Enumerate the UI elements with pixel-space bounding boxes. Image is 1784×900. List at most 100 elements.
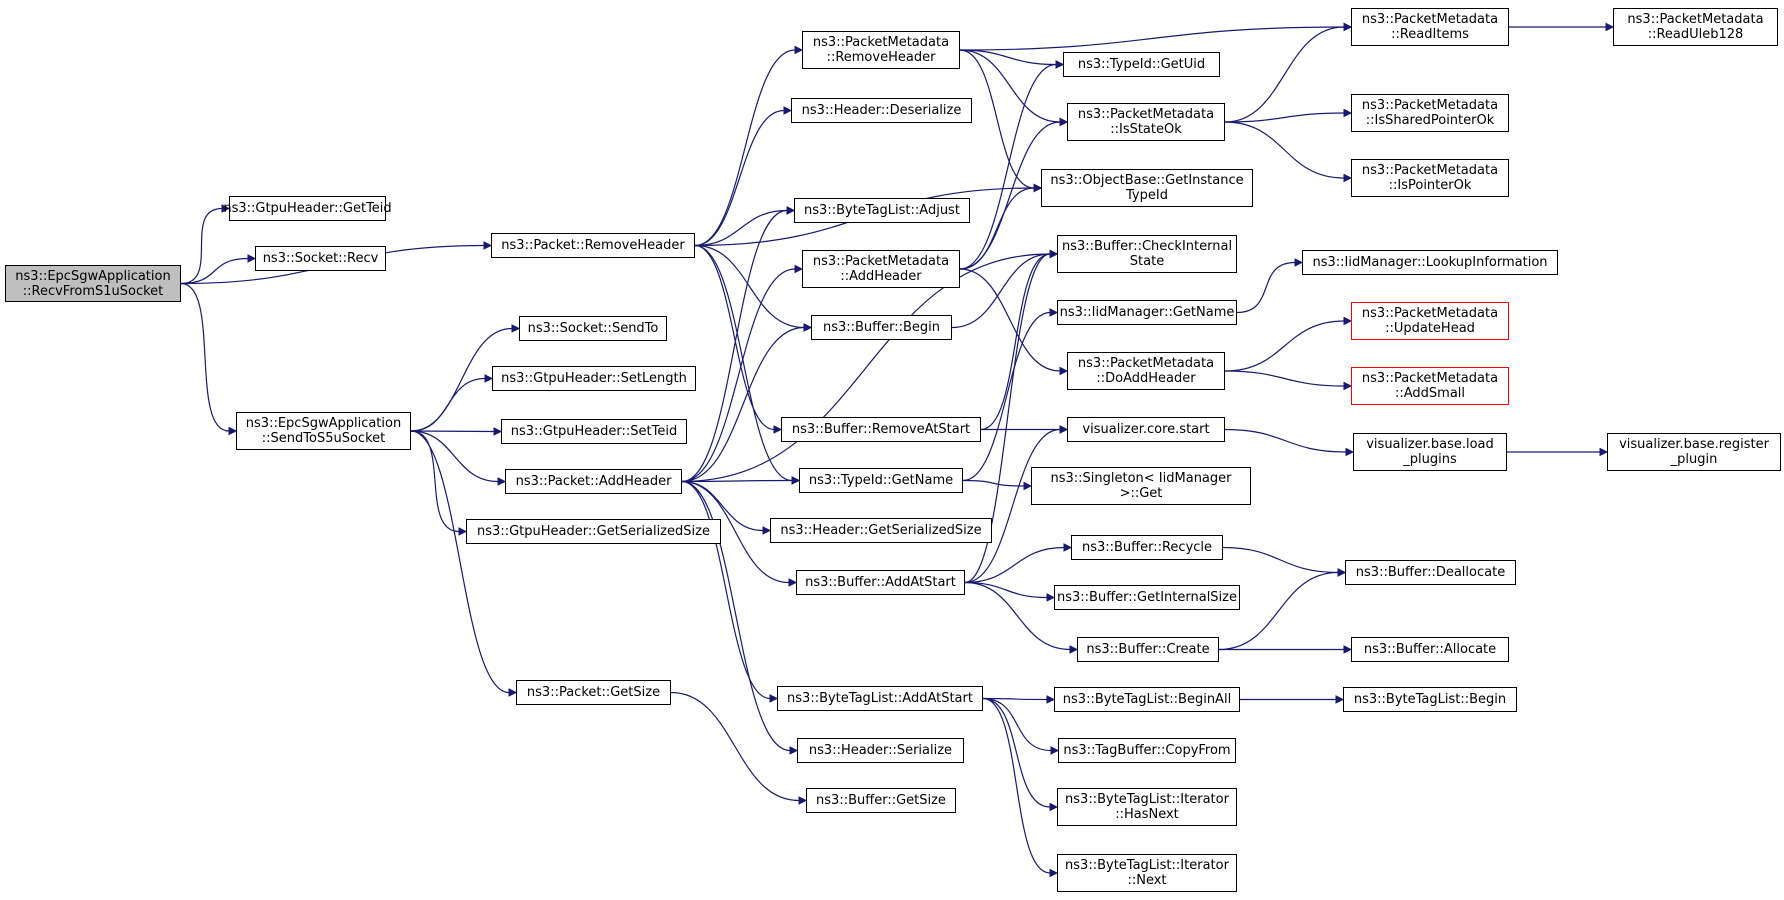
node-btlAdjust[interactable]: ns3::ByteTagList::Adjust	[794, 198, 970, 223]
node-label-line: ns3::ByteTagList::AddAtStart	[787, 691, 973, 706]
edge-recv-to-sendToS5u	[180, 282, 230, 432]
node-label-line: ns3::Header::GetSerializedSize	[780, 523, 982, 538]
arrowhead-pktAddHeader-to-hdrSerialize	[789, 746, 799, 755]
edge-pmAddHeader-to-pmDoAddHeader	[959, 268, 1061, 372]
node-bufGetInternalSize[interactable]: ns3::Buffer::GetInternalSize	[1054, 585, 1240, 610]
arrowhead-pmDoAddHeader-to-pmAddSmall	[1343, 381, 1353, 391]
edge-bufAddAtStart-to-vizCoreStart	[964, 428, 1061, 584]
arrowhead-pmAddHeader-to-typeGetUid	[1055, 60, 1065, 69]
node-label-line: ns3::PacketMetadata	[1627, 12, 1764, 27]
edge-pktAddHeader-to-pmAddHeader	[681, 268, 796, 483]
node-recv[interactable]: ns3::EpcSgwApplication::RecvFromS1uSocke…	[5, 265, 181, 302]
arrowhead-pmIsStateOk-to-pmReadItems	[1343, 22, 1353, 32]
node-btlAddAtStart[interactable]: ns3::ByteTagList::AddAtStart	[777, 686, 983, 711]
edge-sendToS5u-to-pktGetSize	[410, 430, 510, 694]
arrowhead-typeGetName-to-singletonGet	[1023, 481, 1033, 491]
node-label-line: ns3::Header::Deserialize	[801, 103, 962, 118]
node-iidLookupInfo[interactable]: ns3::IidManager::LookupInformation	[1302, 250, 1558, 275]
node-label-line: ns3::TypeId::GetName	[808, 473, 954, 488]
node-btlBeginAll[interactable]: ns3::ByteTagList::BeginAll	[1054, 687, 1240, 712]
edge-pktRemoveHeader-to-pmRemoveHeader	[694, 49, 796, 247]
edge-bufCreate-to-bufDeallocate	[1218, 571, 1339, 651]
edge-pmRemoveHeader-to-objGetInstance	[959, 49, 1035, 189]
node-label-line: ns3::IidManager::GetName	[1059, 305, 1235, 320]
node-tagCopyFrom[interactable]: ns3::TagBuffer::CopyFrom	[1058, 738, 1236, 763]
node-pmReadItems[interactable]: ns3::PacketMetadata::ReadItems	[1351, 8, 1509, 46]
node-singletonGet[interactable]: ns3::Singleton< IidManager>::Get	[1031, 467, 1251, 505]
node-pmDoAddHeader[interactable]: ns3::PacketMetadata::DoAddHeader	[1067, 352, 1225, 390]
node-gtpGetTeid[interactable]: ns3::GtpuHeader::GetTeid	[223, 196, 392, 221]
node-pmUpdateHead[interactable]: ns3::PacketMetadata::UpdateHead	[1351, 302, 1509, 340]
arrowhead-pktAddHeader-to-hdrGetSerSize	[762, 526, 772, 535]
node-label-line: TypeId	[1126, 188, 1168, 203]
arrowhead-bufAddAtStart-to-bufCheckInternal	[1049, 249, 1059, 259]
node-vizCoreStart[interactable]: visualizer.core.start	[1067, 417, 1225, 442]
node-bufAddAtStart[interactable]: ns3::Buffer::AddAtStart	[796, 570, 965, 595]
node-label-line: >::Get	[1119, 486, 1163, 501]
arrowhead-pktGetSize-to-bufGetSize	[798, 796, 808, 805]
edge-bufAddAtStart-to-bufCheckInternal	[964, 253, 1051, 584]
node-pktAddHeader[interactable]: ns3::Packet::AddHeader	[505, 469, 682, 494]
node-label-line: _plugins	[1403, 452, 1457, 467]
node-iidGetName[interactable]: ns3::IidManager::GetName	[1057, 300, 1237, 325]
node-bufRecycle[interactable]: ns3::Buffer::Recycle	[1071, 535, 1223, 560]
node-typeGetName[interactable]: ns3::TypeId::GetName	[799, 468, 963, 493]
node-hdrGetSerSize[interactable]: ns3::Header::GetSerializedSize	[770, 518, 992, 543]
node-sockSendTo[interactable]: ns3::Socket::SendTo	[519, 316, 667, 341]
node-typeGetUid[interactable]: ns3::TypeId::GetUid	[1063, 52, 1220, 77]
node-label-line: ns3::Buffer::RemoveAtStart	[791, 422, 971, 437]
edge-bufAddAtStart-to-bufGetInternalSize	[964, 581, 1048, 599]
edge-pktAddHeader-to-bufCheckInternal	[681, 253, 1051, 483]
arrowhead-recv-to-sendToS5u	[228, 426, 238, 436]
node-pmIsPtrOk[interactable]: ns3::PacketMetadata::IsPointerOk	[1351, 159, 1509, 197]
node-label-line: ::UpdateHead	[1385, 321, 1475, 336]
node-btlBegin[interactable]: ns3::ByteTagList::Begin	[1343, 687, 1517, 712]
node-label-line: ns3::TypeId::GetUid	[1077, 57, 1206, 72]
arrowhead-pktAddHeader-to-pmAddHeader	[794, 264, 804, 274]
arrowhead-bufAddAtStart-to-vizCoreStart	[1059, 425, 1069, 434]
node-pmIsSharedPtrOk[interactable]: ns3::PacketMetadata::IsSharedPointerOk	[1351, 94, 1509, 132]
node-pmAddHeader[interactable]: ns3::PacketMetadata::AddHeader	[802, 250, 960, 288]
arrowhead-btlAddAtStart-to-tagCopyFrom	[1050, 746, 1060, 755]
node-pmReadUleb128[interactable]: ns3::PacketMetadata::ReadUleb128	[1613, 8, 1778, 46]
node-pmRemoveHeader[interactable]: ns3::PacketMetadata::RemoveHeader	[802, 31, 960, 69]
node-label-line: ns3::PacketMetadata	[1361, 98, 1499, 113]
node-label-line: ns3::Buffer::AddAtStart	[805, 575, 956, 590]
edge-sendToS5u-to-gtpSetLength	[410, 377, 486, 432]
node-label-line: ns3::ByteTagList::Adjust	[804, 203, 960, 218]
arrowhead-sendToS5u-to-pktAddHeader	[497, 477, 507, 486]
node-sockRecv[interactable]: ns3::Socket::Recv	[255, 246, 386, 271]
arrowhead-pktRemoveHeader-to-bufRemoveAtStart	[773, 425, 783, 434]
node-gtpSetTeid[interactable]: ns3::GtpuHeader::SetTeid	[501, 419, 687, 444]
node-vizLoadPlugins[interactable]: visualizer.base.load_plugins	[1353, 433, 1507, 471]
node-sendToS5u[interactable]: ns3::EpcSgwApplication::SendToS5uSocket	[236, 412, 411, 450]
node-pmIsStateOk[interactable]: ns3::PacketMetadata::IsStateOk	[1067, 103, 1225, 141]
edge-vizCoreStart-to-vizLoadPlugins	[1224, 428, 1347, 453]
node-bufBegin[interactable]: ns3::Buffer::Begin	[811, 315, 952, 340]
node-btlIterNext[interactable]: ns3::ByteTagList::Iterator::Next	[1057, 854, 1237, 892]
node-gtpGetSerSize[interactable]: ns3::GtpuHeader::GetSerializedSize	[466, 519, 721, 544]
node-label-line: ::HasNext	[1115, 807, 1179, 822]
edge-pktAddHeader-to-btlAddAtStart	[681, 480, 771, 700]
node-bufRemoveAtStart[interactable]: ns3::Buffer::RemoveAtStart	[781, 417, 981, 442]
node-btlIterHasNext[interactable]: ns3::ByteTagList::Iterator::HasNext	[1057, 788, 1237, 826]
arrowhead-btlAddAtStart-to-btlIterNext	[1049, 868, 1059, 878]
node-bufCreate[interactable]: ns3::Buffer::Create	[1077, 637, 1219, 662]
node-hdrSerialize[interactable]: ns3::Header::Serialize	[797, 738, 964, 763]
node-bufDeallocate[interactable]: ns3::Buffer::Deallocate	[1345, 560, 1516, 585]
node-pktGetSize[interactable]: ns3::Packet::GetSize	[516, 680, 671, 705]
node-bufGetSize[interactable]: ns3::Buffer::GetSize	[806, 788, 956, 813]
node-label-line: ::IsStateOk	[1110, 122, 1182, 137]
node-pktRemoveHeader[interactable]: ns3::Packet::RemoveHeader	[491, 233, 695, 258]
node-gtpSetLength[interactable]: ns3::GtpuHeader::SetLength	[492, 366, 696, 391]
edge-bufBegin-to-bufCheckInternal	[951, 253, 1051, 329]
node-bufAllocate[interactable]: ns3::Buffer::Allocate	[1351, 637, 1509, 662]
edge-iidGetName-to-iidLookupInfo	[1236, 261, 1296, 314]
node-pmAddSmall[interactable]: ns3::PacketMetadata::AddSmall	[1351, 367, 1509, 405]
node-vizRegisterPlugin[interactable]: visualizer.base.register_plugin	[1607, 433, 1781, 471]
node-hdrDeserialize[interactable]: ns3::Header::Deserialize	[791, 98, 972, 123]
edge-pktRemoveHeader-to-hdrDeserialize	[694, 109, 785, 247]
